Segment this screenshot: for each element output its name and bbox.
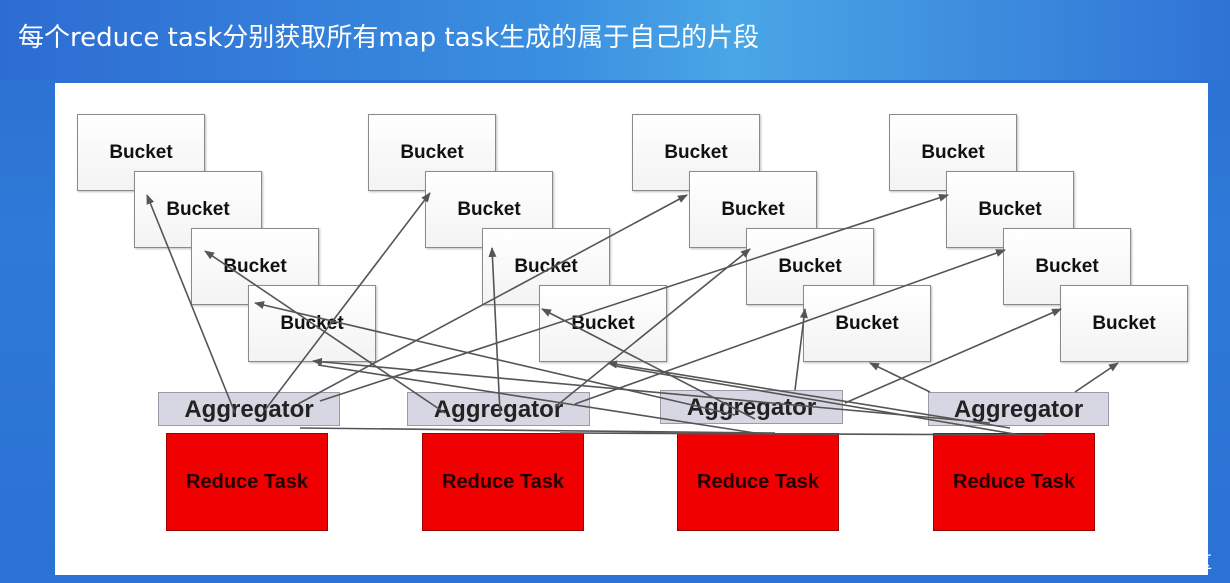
title-band — [0, 0, 1230, 80]
bucket-g2-4: Bucket — [539, 285, 667, 362]
arrow-r4-g4 — [1074, 362, 1119, 393]
aggregator-2: Aggregator — [407, 392, 590, 426]
aggregator-1: Aggregator — [158, 392, 340, 426]
bucket-g3-4: Bucket — [803, 285, 931, 362]
slide-title: 每个reduce task分别获取所有map task生成的属于自己的片段 — [18, 23, 760, 53]
reduce-task-1: Reduce Task — [166, 433, 328, 531]
diagram-panel: Bucket Bucket Bucket Bucket Bucket Bucke… — [55, 83, 1208, 575]
watermark: @稀土掘金技术社区 — [1059, 553, 1212, 573]
reduce-task-2: Reduce Task — [422, 433, 584, 531]
bucket-g1-4: Bucket — [248, 285, 376, 362]
arrow-r4-g3 — [869, 362, 931, 393]
aggregator-4: Aggregator — [928, 392, 1109, 426]
aggregator-3: Aggregator — [660, 390, 843, 424]
reduce-task-3: Reduce Task — [677, 433, 839, 531]
reduce-task-4: Reduce Task — [933, 433, 1095, 531]
bucket-g4-4: Bucket — [1060, 285, 1188, 362]
